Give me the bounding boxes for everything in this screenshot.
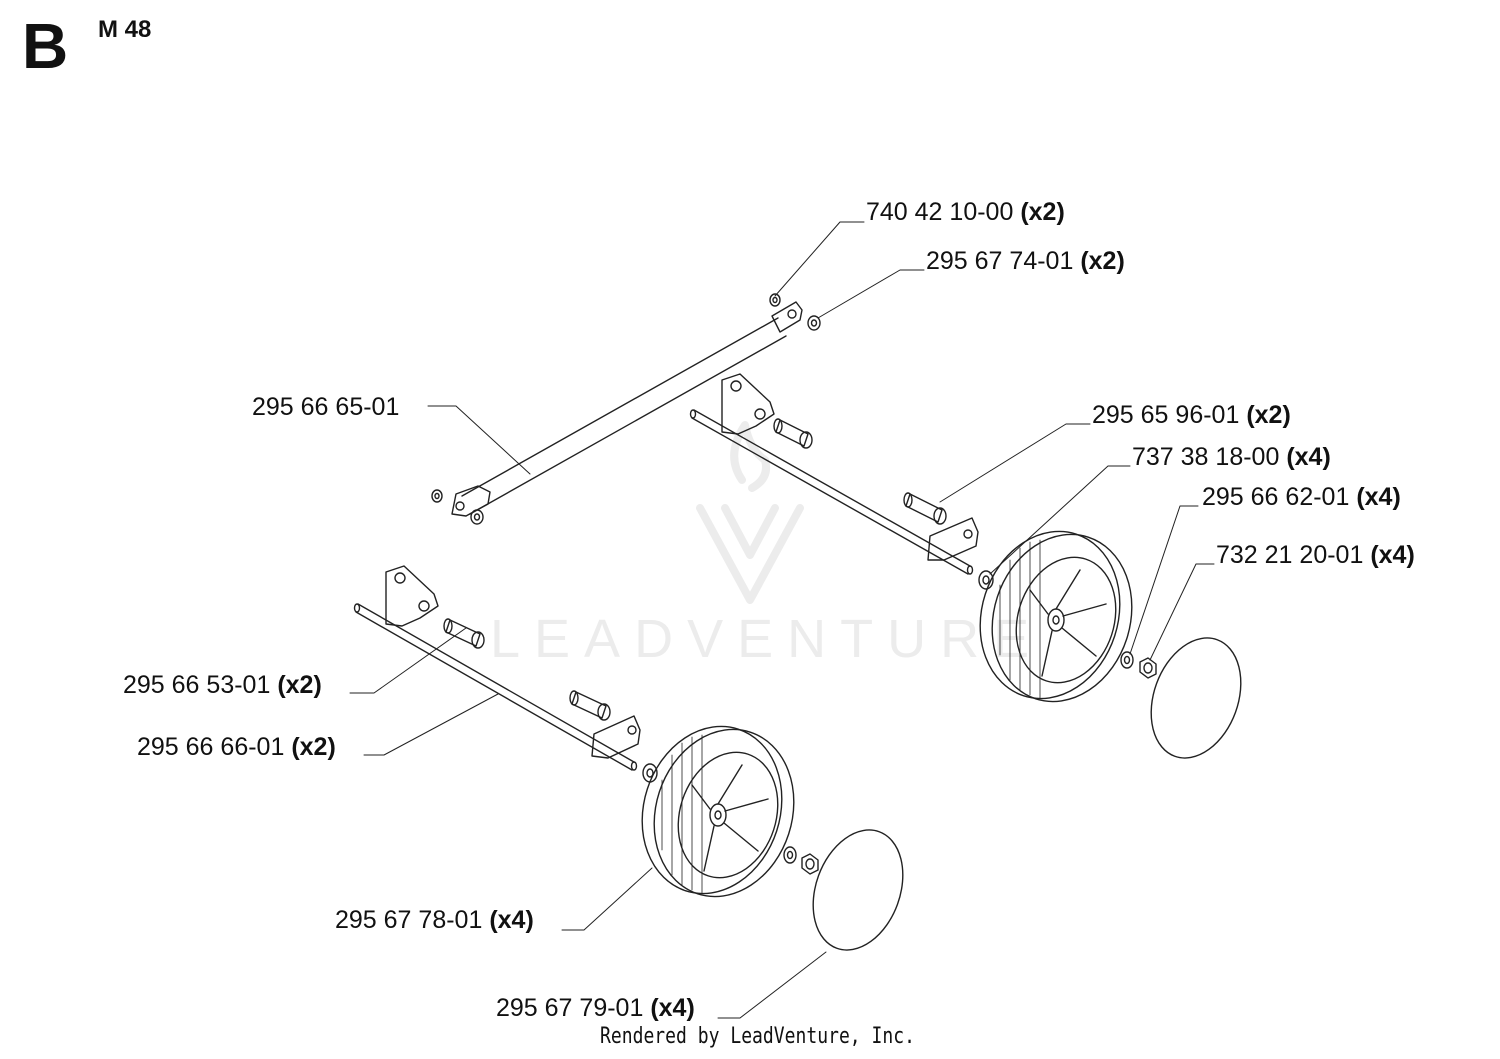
callout-737-38-18-00[interactable]: 737 38 18-00 (x4)	[1132, 445, 1331, 470]
small-washer	[431, 293, 781, 503]
clip-ring	[470, 315, 821, 525]
callout-295-66-62-01[interactable]: 295 66 62-01 (x4)	[1202, 485, 1401, 510]
wheel-washer	[1120, 651, 1134, 669]
part-quantity: (x4)	[489, 906, 534, 934]
part-quantity: (x2)	[291, 733, 336, 761]
callout-740-42-10-00[interactable]: 740 42 10-00 (x2)	[866, 200, 1065, 225]
part-number: 295 66 66-01	[137, 733, 285, 761]
part-quantity: (x2)	[1080, 247, 1125, 275]
callout-295-67-78-01[interactable]: 295 67 78-01 (x4)	[335, 908, 534, 933]
callout-295-66-53-01[interactable]: 295 66 53-01 (x2)	[123, 673, 322, 698]
part-number: 295 66 65-01	[252, 393, 400, 421]
connecting-rod	[451, 301, 803, 517]
watermark-logo	[696, 421, 804, 604]
part-number: 732 21 20-01	[1216, 541, 1364, 569]
part-number: 295 67 78-01	[335, 906, 483, 934]
footer-credit: Rendered by LeadVenture, Inc.	[600, 1024, 915, 1049]
part-quantity: (x4)	[1286, 443, 1331, 471]
lock-nut	[1139, 657, 1157, 679]
part-quantity: (x2)	[1246, 401, 1291, 429]
front-axle-bushing	[443, 618, 611, 721]
part-quantity: (x2)	[1020, 198, 1065, 226]
front-axle	[353, 565, 641, 771]
part-number: 295 66 62-01	[1202, 483, 1350, 511]
front-lock-nut	[801, 853, 819, 875]
part-quantity: (x4)	[1370, 541, 1415, 569]
part-number: 295 66 53-01	[123, 671, 271, 699]
watermark-text: LEADVENTURE	[490, 609, 1044, 669]
front-wheel-washer	[783, 846, 797, 864]
part-number: 295 67 74-01	[926, 247, 1074, 275]
axle-bushing	[773, 418, 947, 525]
callout-295-65-96-01[interactable]: 295 65 96-01 (x2)	[1092, 403, 1291, 428]
part-quantity: (x2)	[277, 671, 322, 699]
section-letter: B	[22, 10, 69, 82]
hub-cap	[1150, 637, 1242, 759]
front-axle-washer	[642, 763, 658, 783]
callout-295-67-79-01[interactable]: 295 67 79-01 (x4)	[496, 996, 695, 1021]
part-number: 737 38 18-00	[1132, 443, 1280, 471]
rear-wheel	[979, 530, 1133, 703]
callout-295-67-74-01[interactable]: 295 67 74-01 (x2)	[926, 249, 1125, 274]
callout-295-66-66-01[interactable]: 295 66 66-01 (x2)	[137, 735, 336, 760]
front-hub-cap	[812, 829, 904, 951]
part-number: 295 67 79-01	[496, 994, 644, 1022]
front-wheel	[641, 725, 795, 898]
model-label: M 48	[98, 16, 152, 43]
part-quantity: (x4)	[1356, 483, 1401, 511]
callout-732-21-20-01[interactable]: 732 21 20-01 (x4)	[1216, 543, 1415, 568]
part-quantity: (x4)	[650, 994, 695, 1022]
leader-lines	[349, 221, 1215, 1019]
part-number: 740 42 10-00	[866, 198, 1014, 226]
part-number: 295 65 96-01	[1092, 401, 1240, 429]
rear-axle	[689, 373, 979, 575]
callout-295-66-65-01[interactable]: 295 66 65-01	[252, 395, 399, 420]
axle-washer	[978, 570, 994, 590]
